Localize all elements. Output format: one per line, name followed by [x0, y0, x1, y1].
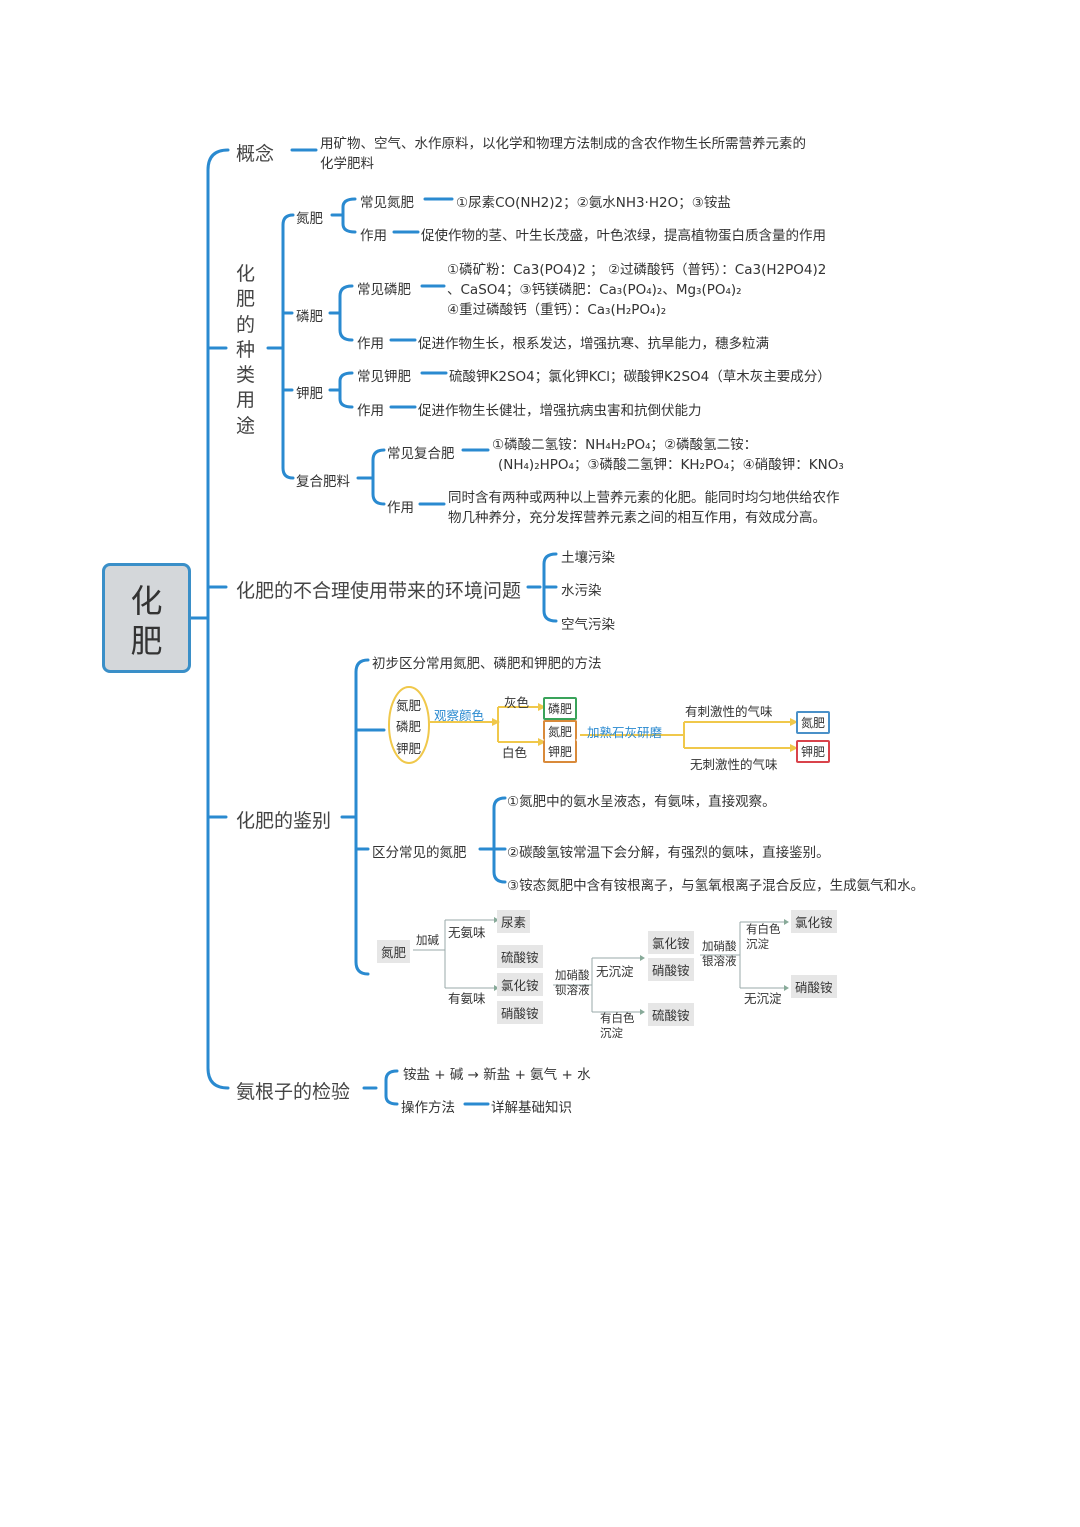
potassium-common-text: 硫酸钾K2SO4；氯化钾KCl；碳酸钾K2SO4（草木灰主要成分）	[449, 369, 831, 385]
flow-g2-chloride: 氯化铵	[648, 931, 694, 954]
box-potassium: 钾肥	[543, 740, 578, 763]
compound-use-line1: 同时含有两种或两种以上营养元素的化肥。能同时均匀地供给农作	[448, 490, 840, 506]
ammonium-method-text: 详解基础知识	[491, 1100, 572, 1116]
flow-white-precipitate: 有白色沉淀	[600, 1011, 635, 1040]
flow-ammonium-sulfate: 硫酸铵	[648, 1003, 694, 1026]
flow-has-ammonia: 有氨味	[448, 991, 486, 1006]
result-nitrogen: 氮肥	[796, 711, 831, 734]
white-color-label: 白色	[502, 745, 528, 760]
method-title: 初步区分常用氮肥、磷肥和钾肥的方法	[372, 656, 602, 672]
oval-nitrogen: 氮肥	[396, 698, 422, 713]
phosphorus-use-text: 促进作物生长，根系发达，增强抗寒、抗旱能力，穗多粒满	[418, 336, 769, 352]
ammonium-method-label: 操作方法	[401, 1100, 455, 1116]
flow-start: 氮肥	[377, 940, 411, 963]
flow-add-base: 加碱	[416, 933, 439, 947]
distinguish-item-2: ②碳酸氢铵常温下会分解，有强烈的氨味，直接鉴别。	[507, 845, 830, 861]
compound-common-label: 常见复合肥	[387, 446, 455, 462]
flow-urea: 尿素	[497, 910, 531, 933]
flow-g1-chloride: 氯化铵	[497, 973, 543, 996]
oval-potassium: 钾肥	[396, 741, 422, 756]
nitrogen-use-text: 促使作物的茎、叶生长茂盛，叶色浓绿，提高植物蛋白质含量的作用	[421, 228, 826, 244]
observe-color-label: 观察颜色	[434, 708, 485, 723]
no-pungent-label: 无刺激性的气味	[690, 757, 778, 772]
oval-phosphorus: 磷肥	[396, 719, 422, 734]
pungent-label: 有刺激性的气味	[685, 704, 773, 719]
identification-label: 化肥的鉴别	[236, 810, 332, 832]
compound-use-line2: 物几种养分，充分发挥营养元素之间的相互作用，有效成分高。	[448, 510, 826, 526]
gray-color-label: 灰色	[504, 695, 530, 710]
env-item-soil: 土壤污染	[561, 550, 615, 566]
potassium-label: 钾肥	[296, 386, 323, 402]
phosphorus-common-line3: ④重过磷酸钙（重钙）：Ca₃(H₂PO₄)₂	[447, 302, 667, 318]
types-label: 化肥的种类用途	[236, 263, 256, 437]
potassium-use-label: 作用	[357, 403, 384, 419]
compound-common-line2: (NH₄)₂HPO₄；③磷酸二氢钾：KH₂PO₄；④硝酸钾：KNO₃	[498, 457, 844, 473]
environment-label: 化肥的不合理使用带来的环境问题	[236, 580, 522, 602]
concept-text-line1: 用矿物、空气、水作原料，以化学和物理方法制成的含农作物生长所需营养元素的	[320, 136, 806, 152]
phosphorus-common-line1: ①磷矿粉：Ca3(PO4)2 ； ②过磷酸钙（普钙）：Ca3(H2PO4)2	[447, 262, 827, 278]
root-title: 化肥	[130, 582, 163, 660]
nitrogen-common-text: ①尿素CO(NH2)2；②氨水NH3·H2O；③铵盐	[456, 195, 731, 211]
potassium-common-label: 常见钾肥	[357, 369, 411, 385]
flow-add-barium: 加硝酸钡溶液	[555, 968, 590, 997]
nitrogen-use-label: 作用	[360, 228, 387, 244]
flow-g1-nitrate: 硝酸铵	[497, 1001, 543, 1024]
root-node: 化肥	[102, 563, 191, 673]
phosphorus-common-line2: 、CaSO4；③钙镁磷肥：Ca₃(PO₄)₂、Mg₃(PO₄)₂	[447, 282, 742, 298]
flow-g1-sulfate: 硫酸铵	[497, 945, 543, 968]
nitrogen-label: 氮肥	[296, 211, 323, 227]
concept-label: 概念	[236, 143, 275, 165]
flow-ammonium-nitrate: 硝酸铵	[791, 975, 837, 998]
nitrogen-common-label: 常见氮肥	[360, 195, 414, 211]
flow-ammonium-chloride: 氯化铵	[791, 910, 837, 933]
flow-add-silver: 加硝酸银溶液	[702, 939, 737, 968]
box-nitrogen: 氮肥	[543, 720, 578, 740]
phosphorus-common-label: 常见磷肥	[357, 282, 411, 298]
flow-no-ammonia: 无氨味	[448, 925, 486, 940]
flow-white-precipitate-2: 有白色沉淀	[746, 922, 781, 951]
grind-label: 加熟石灰研磨	[587, 725, 663, 740]
compound-label: 复合肥料	[296, 474, 350, 490]
distinguish-item-3: ③铵态氮肥中含有铵根离子，与氢氧根离子混合反应，生成氨气和水。	[507, 878, 925, 894]
ammonium-equation: 铵盐 + 碱 → 新盐 + 氨气 + 水	[403, 1067, 591, 1083]
ammonium-test-label: 氨根子的检验	[236, 1081, 351, 1103]
concept-text-line2: 化学肥料	[320, 156, 374, 172]
env-item-air: 空气污染	[561, 617, 615, 633]
result-potassium: 钾肥	[796, 740, 831, 763]
distinguish-item-1: ①氮肥中的氨水呈液态，有氨味，直接观察。	[507, 794, 776, 810]
phosphorus-use-label: 作用	[357, 336, 384, 352]
env-item-water: 水污染	[561, 583, 602, 599]
flow-g2-nitrate: 硝酸铵	[648, 958, 694, 981]
compound-common-line1: ①磷酸二氢铵：NH₄H₂PO₄；②磷酸氢二铵：	[492, 437, 758, 453]
box-phosphorus: 磷肥	[543, 697, 578, 720]
phosphorus-label: 磷肥	[296, 309, 323, 325]
flow-no-precipitate-2: 无沉淀	[744, 991, 782, 1006]
flow-no-precipitate: 无沉淀	[596, 964, 634, 979]
distinguish-label: 区分常见的氮肥	[372, 845, 467, 861]
compound-use-label: 作用	[387, 500, 414, 516]
potassium-use-text: 促进作物生长健壮，增强抗病虫害和抗倒伏能力	[418, 403, 702, 419]
